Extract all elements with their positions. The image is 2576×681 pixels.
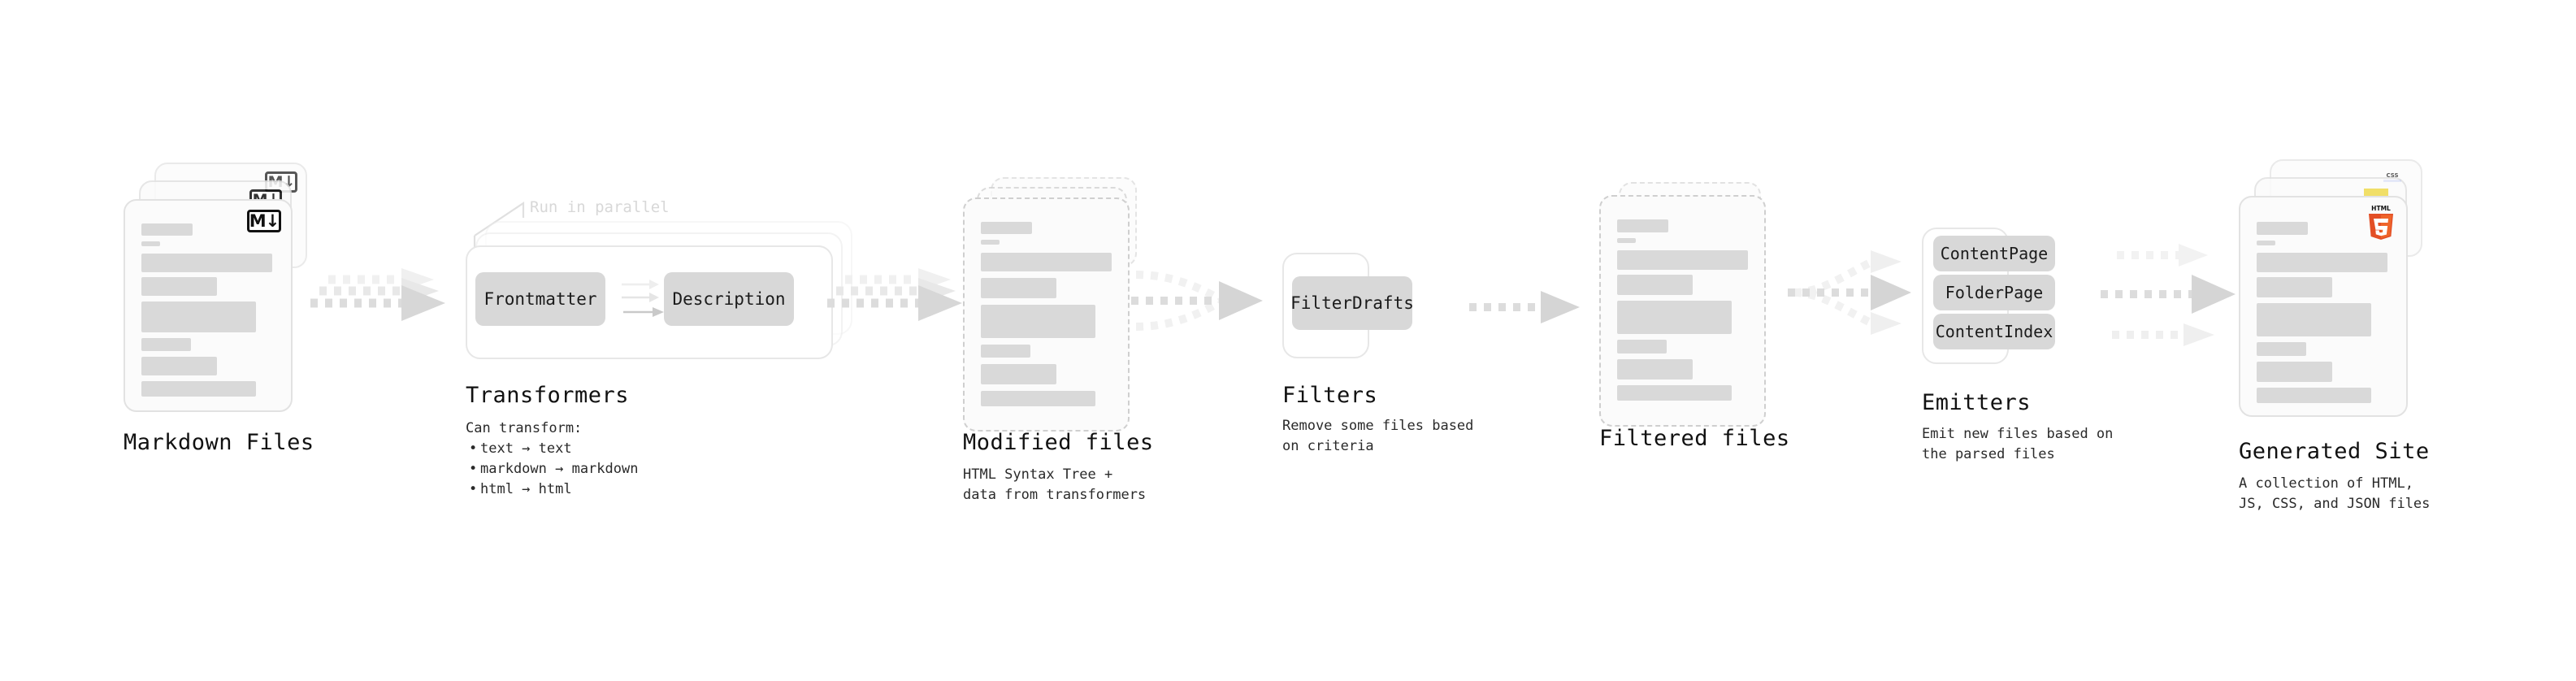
generated-site-card-stack: CSS HTML <box>2239 159 2434 419</box>
transformers-description-list: text → text markdown → markdown html → h… <box>466 439 734 500</box>
transformers-description-heading: Can transform: <box>466 420 583 436</box>
arrowhead <box>2184 323 2214 346</box>
skeleton-bar <box>2257 342 2306 356</box>
description-line: the parsed files <box>1922 446 2055 462</box>
skeleton-bar <box>141 357 217 375</box>
description-line: data from transformers <box>963 487 1147 503</box>
transformer-chip-frontmatter[interactable]: Frontmatter <box>475 272 605 326</box>
skeleton-bar <box>1617 250 1748 270</box>
connector-transformers-to-modified <box>827 268 965 333</box>
arrowhead <box>2192 275 2236 314</box>
skeleton-bar <box>2257 241 2275 245</box>
list-item: html → html <box>469 479 734 500</box>
skeleton-bar <box>2257 388 2371 403</box>
list-item: text → text <box>469 439 734 459</box>
skeleton-bar <box>1617 340 1667 354</box>
filtered-files-card-stack <box>1599 182 1786 442</box>
modified-files-description: HTML Syntax Tree + data from transformer… <box>963 465 1207 505</box>
emitter-chip-folderpage[interactable]: FolderPage <box>1933 275 2055 310</box>
stage-title-filtered-files: Filtered files <box>1599 426 1790 451</box>
list-item: markdown → markdown <box>469 459 734 479</box>
connector-filtered-to-emitters <box>1788 234 1922 352</box>
skeleton-bar <box>141 381 256 397</box>
html5-badge-icon: HTML <box>2366 204 2396 240</box>
skeleton-bar <box>141 277 217 296</box>
skeleton-bar <box>981 345 1030 358</box>
arrowhead <box>1541 291 1580 323</box>
generated-card-front-html: HTML <box>2239 196 2408 417</box>
skeleton-bar <box>141 241 160 246</box>
filtered-card-front <box>1599 195 1766 427</box>
run-in-parallel-label: Run in parallel <box>530 198 670 216</box>
connector-filters-to-filtered <box>1469 289 1591 330</box>
transformer-internal-arrows <box>622 268 687 341</box>
skeleton-bar <box>981 278 1056 298</box>
emitter-chip-contentindex[interactable]: ContentIndex <box>1933 314 2055 349</box>
skeleton-bar <box>1617 275 1693 295</box>
modified-card-front <box>963 197 1130 432</box>
skeleton-bar <box>2257 362 2332 382</box>
description-line: Emit new files based on <box>1922 426 2114 442</box>
stage-title-transformers: Transformers <box>466 383 630 408</box>
arrowhead <box>918 285 962 321</box>
modified-files-card-stack <box>963 177 1150 437</box>
connector-modified-to-filters <box>1131 265 1281 342</box>
connector-emitters-to-site <box>2101 236 2239 354</box>
arrowhead <box>1871 250 1902 273</box>
description-line: on criteria <box>1282 438 1374 454</box>
skeleton-bar <box>2257 303 2371 336</box>
skeleton-bar <box>981 253 1112 271</box>
skeleton-bar <box>1617 359 1693 380</box>
arrowhead <box>1219 281 1263 320</box>
emitter-chip-contentpage[interactable]: ContentPage <box>1933 236 2055 271</box>
css-badge-label: CSS <box>2386 172 2399 179</box>
description-line: A collection of HTML, <box>2239 475 2413 492</box>
skeleton-bar <box>1617 385 1732 401</box>
skeleton-bar <box>1617 219 1668 232</box>
skeleton-bar <box>141 223 193 236</box>
skeleton-bar <box>1617 238 1636 243</box>
markdown-badge-icon: M↓ <box>247 210 281 232</box>
connector-md-to-transformers <box>310 268 449 333</box>
skeleton-bar <box>141 338 191 351</box>
arrowhead <box>401 285 445 321</box>
skeleton-bar <box>2257 222 2308 235</box>
skeleton-bar <box>1617 301 1732 334</box>
skeleton-bar <box>981 222 1032 234</box>
svg-text:HTML: HTML <box>2371 205 2391 212</box>
skeleton-bar <box>141 254 272 272</box>
markdown-card-front: M↓ <box>124 199 293 412</box>
skeleton-bar <box>981 364 1056 384</box>
skeleton-bar <box>141 301 256 332</box>
description-line: JS, CSS, and JSON files <box>2239 496 2431 512</box>
skeleton-bar <box>981 240 1000 245</box>
stage-title-filters: Filters <box>1282 383 1378 408</box>
skeleton-bar <box>2257 277 2332 297</box>
filters-description: Remove some files based on criteria <box>1282 416 1542 457</box>
stage-title-emitters: Emitters <box>1922 390 2032 415</box>
stage-title-markdown-files: Markdown Files <box>124 430 314 455</box>
filter-chip-filterdrafts[interactable]: FilterDrafts <box>1290 276 1414 330</box>
generated-site-description: A collection of HTML, JS, CSS, and JSON … <box>2239 474 2515 514</box>
markdown-files-card-stack: M↓ M↓ M↓ <box>124 163 319 423</box>
arrowhead <box>2179 244 2208 267</box>
stage-title-generated-site: Generated Site <box>2239 439 2430 464</box>
skeleton-bar <box>981 391 1095 406</box>
arrowhead <box>1871 312 1902 335</box>
arrowhead <box>1871 275 1911 310</box>
emitters-description: Emit new files based on the parsed files <box>1922 424 2198 465</box>
transformers-description: Can transform: text → text markdown → ma… <box>466 419 734 500</box>
description-line: Remove some files based <box>1282 418 1474 434</box>
skeleton-bar <box>981 305 1095 338</box>
transformer-chip-description[interactable]: Description <box>664 272 794 326</box>
description-line: HTML Syntax Tree + <box>963 466 1113 483</box>
skeleton-bar <box>2257 253 2387 272</box>
stage-title-modified-files: Modified files <box>963 430 1154 455</box>
